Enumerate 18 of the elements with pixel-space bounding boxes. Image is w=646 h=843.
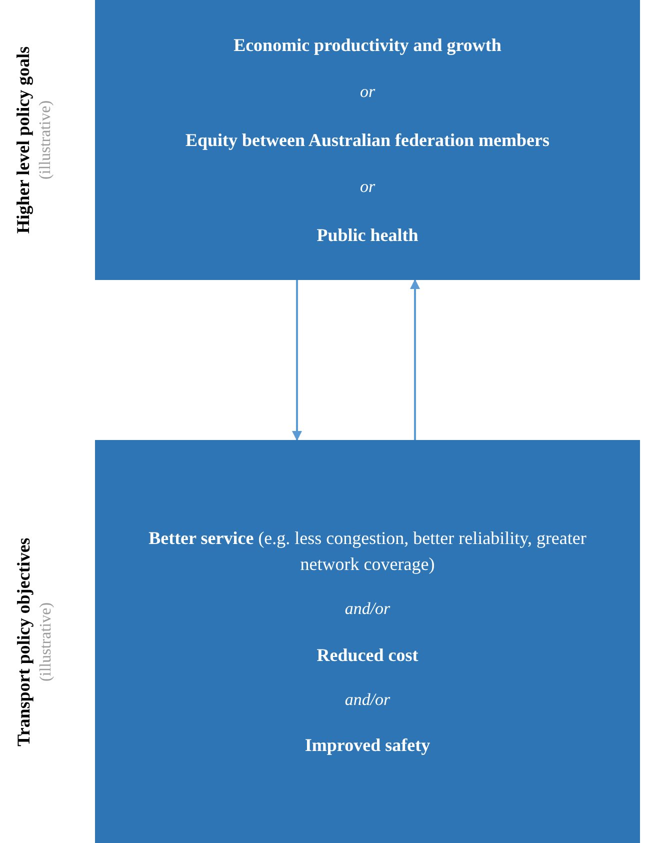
connector-word: or	[360, 81, 376, 104]
side-label: Higher level policy goals	[12, 46, 34, 234]
goal-text: Public health	[316, 224, 418, 247]
side-note: (illustrative)	[36, 100, 56, 180]
side-note: (illustrative)	[36, 602, 56, 682]
connector-word: and/or	[344, 598, 390, 620]
goal-text: Equity between Australian federation members	[186, 128, 550, 152]
arrow	[410, 279, 420, 440]
side-label: Transport policy objectives	[12, 537, 34, 746]
goal-text: Improved safety	[304, 734, 430, 758]
connector-word: and/or	[344, 688, 390, 711]
objective-box	[95, 0, 640, 280]
connector-word: or	[360, 176, 376, 198]
objective-box	[95, 440, 640, 843]
arrow	[292, 280, 302, 441]
goal-text: Economic productivity and growth	[234, 34, 502, 58]
goal-text: Better service (e.g. less congestion, better reliability, greater network coverage)	[148, 526, 588, 576]
goal-text: Reduced cost	[316, 644, 418, 666]
